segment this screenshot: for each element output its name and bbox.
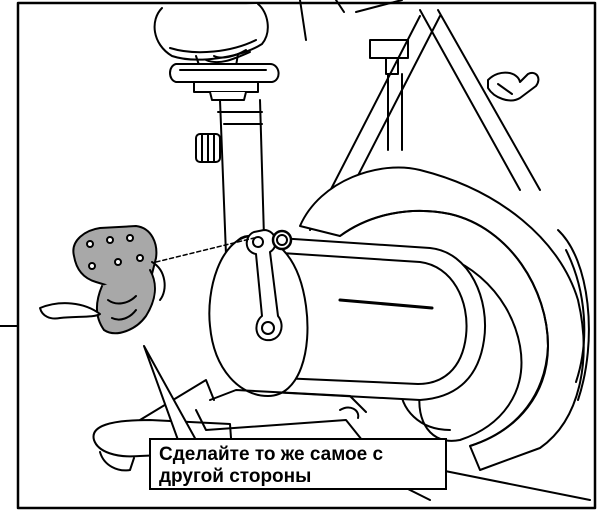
flywheel-housing	[299, 166, 585, 471]
handlebar-post	[299, 0, 409, 151]
frame-border	[16, 1, 597, 510]
instruction-line-1: Сделайте то же самое с	[159, 444, 384, 465]
saddle-icon	[153, 3, 269, 69]
seat-slider	[169, 63, 280, 101]
crank-disc	[208, 235, 309, 397]
tension-lever-icon	[487, 71, 540, 102]
crank-arm-icon	[245, 229, 293, 342]
flywheel	[557, 229, 590, 401]
pop-pin-knob-icon	[195, 133, 221, 163]
instruction-callout: Сделайте то же самое с другой стороны	[149, 438, 447, 490]
alignment-line	[155, 237, 255, 263]
instruction-line-2: другой стороны	[159, 466, 312, 487]
pedal-icon	[39, 225, 166, 335]
